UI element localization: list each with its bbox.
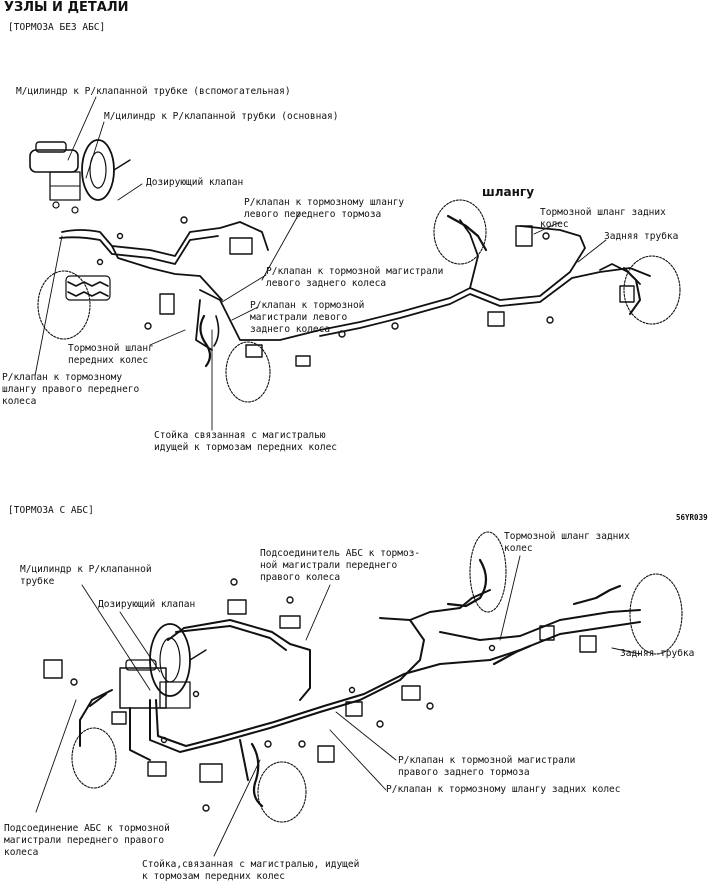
label-pv-front-left-hose: Р/клапан к тормозному шлангу левого пере… bbox=[244, 197, 405, 220]
section-title-no-abs: [ТОРМОЗА БЕЗ АБС] bbox=[8, 22, 106, 33]
label-hose: шлангу bbox=[482, 185, 535, 199]
label-rear-hose-top: Тормозной шланг задних колес bbox=[540, 207, 666, 230]
label-pv-rear-hose: Р/клапан к тормозному шлангу задних коле… bbox=[386, 784, 621, 795]
label-rear-hose-abs: Тормозной шланг задних колес bbox=[504, 531, 630, 554]
section-title-abs: [ТОРМОЗА С АБС] bbox=[8, 505, 94, 516]
label-pv-rear-right-line: Р/клапан к тормозной магистрали правого … bbox=[398, 755, 576, 778]
label-pv-rear-left-line: Р/клапан к тормозной магистрали левого з… bbox=[266, 266, 444, 289]
label-pv-rear-left-line-2: Р/клапан к тормозной магистрали левого з… bbox=[250, 300, 365, 335]
top-wheel-circles bbox=[37, 199, 681, 403]
bottom-master-cylinder bbox=[119, 623, 207, 709]
top-hoses bbox=[65, 214, 641, 368]
label-mc-main-tube: М/цилиндр к Р/клапанной трубки (основная… bbox=[104, 111, 339, 122]
label-dosing-valve: Дозирующий клапан bbox=[146, 177, 244, 188]
label-mc-pv-tube: М/цилиндр к Р/клапанной трубке bbox=[20, 564, 152, 587]
bottom-leader-lines bbox=[35, 555, 641, 857]
bottom-brake-pipes bbox=[79, 589, 641, 781]
label-pv-front-right-hose: Р/клапан к тормозному шлангу правого пер… bbox=[2, 372, 140, 407]
bottom-brackets-clips bbox=[43, 578, 597, 812]
label-dosing-valve-abs: Дозирующий клапан bbox=[98, 599, 196, 610]
label-strut-top: Стойка связанная с магистралью идущей к … bbox=[154, 430, 338, 453]
label-mc-aux-tube: М/цилиндр к Р/клапанной трубке (вспомога… bbox=[16, 86, 291, 97]
bottom-wheel-circles bbox=[71, 531, 683, 823]
figure-code: 56YR039 bbox=[676, 513, 708, 522]
label-abs-connector: Подсоединитель АБС к тормоз- ной магистр… bbox=[260, 548, 421, 583]
top-brackets-clips bbox=[96, 216, 635, 367]
top-brake-pipes bbox=[59, 219, 651, 351]
label-rear-tube-abs: Задняя трубка bbox=[620, 648, 695, 659]
top-master-cylinder bbox=[29, 139, 131, 214]
label-rear-tube-top: Задняя трубка bbox=[604, 231, 679, 242]
label-abs-connection: Подсоединение АБС к тормозной магистрали… bbox=[4, 823, 170, 858]
page-title: УЗЛЫ И ДЕТАЛИ bbox=[4, 0, 129, 15]
bottom-hoses bbox=[250, 558, 622, 808]
label-front-hose: Тормозной шланг передних колес bbox=[68, 343, 154, 366]
label-strut-abs: Стойка,связанная с магистралью, идущей к… bbox=[142, 859, 360, 882]
